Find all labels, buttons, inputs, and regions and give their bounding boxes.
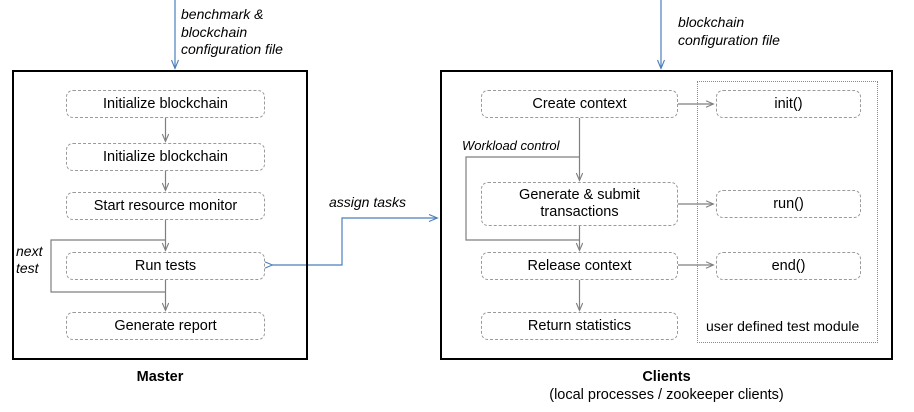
node-initialize-blockchain-1[interactable]: Initialize blockchain <box>66 90 265 118</box>
node-end[interactable]: end() <box>716 252 861 280</box>
node-run[interactable]: run() <box>716 190 861 218</box>
clients-input-label: blockchain configuration file <box>678 14 780 48</box>
node-init[interactable]: init() <box>716 90 861 118</box>
node-release-context[interactable]: Release context <box>481 252 678 280</box>
clients-panel <box>440 70 893 360</box>
node-generate-submit-transactions[interactable]: Generate & submit transactions <box>481 182 678 226</box>
clients-caption: Clients (local processes / zookeeper cli… <box>440 368 893 404</box>
user-defined-test-module-label: user defined test module <box>706 318 860 334</box>
master-caption: Master <box>12 368 308 386</box>
workload-control-loop-label: Workload control <box>462 138 560 153</box>
node-generate-report[interactable]: Generate report <box>66 312 265 340</box>
clients-caption-title: Clients <box>642 369 691 385</box>
master-panel <box>12 70 308 360</box>
clients-caption-subtitle: (local processes / zookeeper clients) <box>549 387 784 404</box>
node-initialize-blockchain-2[interactable]: Initialize blockchain <box>66 143 265 171</box>
node-return-statistics[interactable]: Return statistics <box>481 312 678 340</box>
user-defined-test-module-panel <box>697 81 878 343</box>
master-caption-title: Master <box>136 369 184 385</box>
node-run-tests[interactable]: Run tests <box>66 252 265 280</box>
node-start-resource-monitor[interactable]: Start resource monitor <box>66 192 265 220</box>
master-input-label: benchmark & blockchain configuration fil… <box>181 6 283 57</box>
assign-tasks-label: assign tasks <box>329 194 407 210</box>
next-test-loop-label: next test <box>16 243 43 276</box>
node-create-context[interactable]: Create context <box>481 90 678 118</box>
